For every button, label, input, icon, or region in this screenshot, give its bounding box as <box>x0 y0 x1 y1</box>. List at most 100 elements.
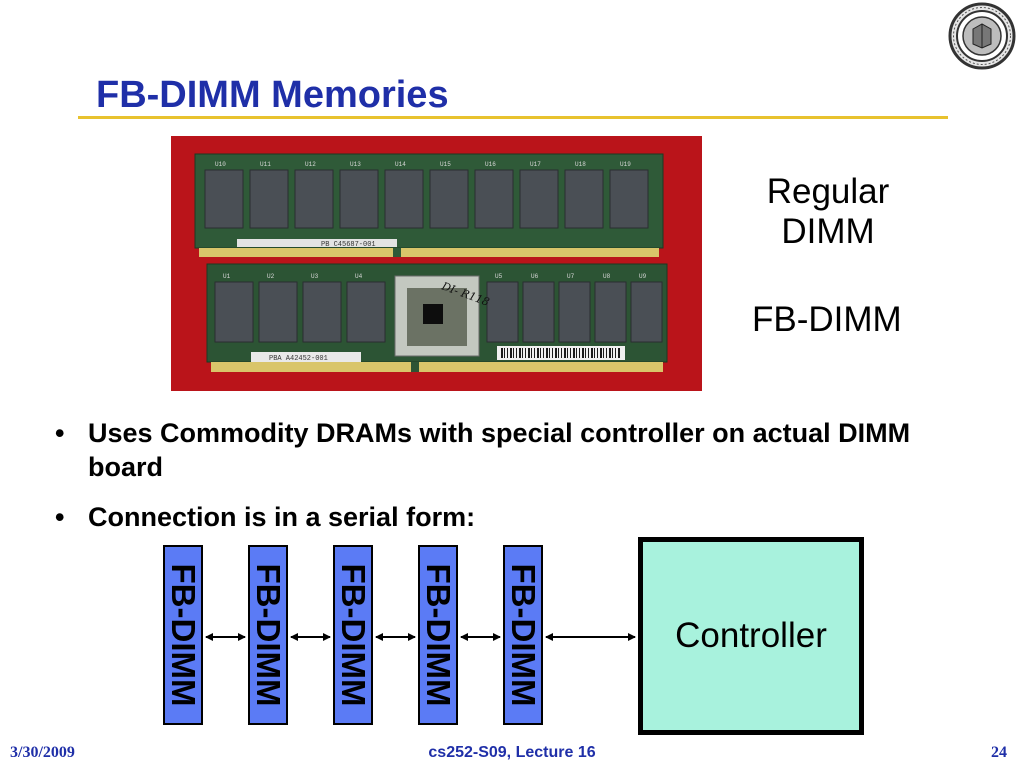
barcode-bar <box>540 348 541 358</box>
dram-chip <box>429 169 469 229</box>
barcode-bar <box>576 348 577 358</box>
footer-date: 3/30/2009 <box>10 744 75 761</box>
page-number: 24 <box>991 744 1007 761</box>
barcode-bar <box>582 348 584 358</box>
barcode-bar <box>573 348 575 358</box>
regular-dimm-label: Regular DIMM <box>766 172 890 251</box>
slide-title: FB-DIMM Memories <box>96 74 449 116</box>
chip-label: U16 <box>485 161 496 168</box>
chip-label: U9 <box>639 273 647 280</box>
barcode-bar <box>513 348 514 358</box>
chip-label: U15 <box>440 161 451 168</box>
dram-chip <box>294 169 334 229</box>
dram-chip <box>258 281 298 343</box>
chip-label: U19 <box>620 161 631 168</box>
chip-label: U1 <box>223 273 231 280</box>
barcode-bar <box>531 348 532 358</box>
footer-course: cs252-S09, Lecture 16 <box>428 744 596 761</box>
barcode-bar <box>591 348 593 358</box>
dram-chip <box>486 281 519 343</box>
fb-dimm-module: FB-DIMM <box>418 545 458 725</box>
dram-chip <box>519 169 559 229</box>
barcode-bar <box>534 348 535 358</box>
barcode-bar <box>564 348 566 358</box>
barcode-bar <box>516 348 517 358</box>
barcode-bar <box>525 348 526 358</box>
barcode-bar <box>501 348 503 358</box>
chip-label: U4 <box>355 273 363 280</box>
chip-label: U3 <box>311 273 319 280</box>
dram-chip <box>214 281 254 343</box>
barcode-bar <box>549 348 550 358</box>
chip-label: U17 <box>530 161 541 168</box>
chip-label: U10 <box>215 161 226 168</box>
dram-chip <box>204 169 244 229</box>
barcode-bar <box>615 348 616 358</box>
barcode-bar <box>603 348 604 358</box>
barcode-bar <box>519 348 521 358</box>
barcode-bar <box>552 348 553 358</box>
barcode-bar <box>537 348 539 358</box>
fb-dimm-module: FB-DIMM <box>333 545 373 725</box>
university-seal-icon <box>948 2 1016 70</box>
fb-dimm-module: FB-DIMM <box>248 545 288 725</box>
barcode-bar <box>510 348 512 358</box>
barcode-bar <box>543 348 544 358</box>
chip-label: U6 <box>531 273 539 280</box>
barcode-bar <box>558 348 559 358</box>
svg-text:PBA A42452-001: PBA A42452-001 <box>269 355 328 363</box>
dram-chip <box>346 281 386 343</box>
dram-chip <box>384 169 424 229</box>
dram-chip <box>609 169 649 229</box>
barcode-bar <box>600 348 602 358</box>
chip-label: U8 <box>603 273 611 280</box>
barcode-bar <box>561 348 562 358</box>
bullet-list: •Uses Commodity DRAMs with special contr… <box>55 416 955 550</box>
dram-chip <box>594 281 627 343</box>
chip-label: U5 <box>495 273 503 280</box>
barcode-bar <box>522 348 523 358</box>
dram-chip <box>630 281 663 343</box>
dram-chip <box>249 169 289 229</box>
bullet-item: •Connection is in a serial form: <box>55 502 476 532</box>
bullet-icon: • <box>55 418 65 448</box>
barcode-bar <box>597 348 598 358</box>
controller-box: Controller <box>638 537 864 735</box>
barcode-bar <box>570 348 571 358</box>
barcode-bar <box>579 348 580 358</box>
chip-label: U14 <box>395 161 406 168</box>
chip-label: U18 <box>575 161 586 168</box>
bullet-icon: • <box>55 502 65 532</box>
dram-chip <box>558 281 591 343</box>
chip-label: U13 <box>350 161 361 168</box>
barcode-bar <box>609 348 611 358</box>
barcode-bar <box>585 348 586 358</box>
chip-label: U12 <box>305 161 316 168</box>
barcode-bar <box>567 348 568 358</box>
fb-dimm-module: FB-DIMM <box>503 545 543 725</box>
dram-chip <box>474 169 514 229</box>
dram-chip <box>522 281 555 343</box>
barcode-bar <box>612 348 613 358</box>
barcode-bar <box>588 348 589 358</box>
barcode-bar <box>606 348 607 358</box>
dram-chip <box>564 169 604 229</box>
barcode-bar <box>594 348 595 358</box>
title-underline <box>78 116 948 119</box>
barcode-bar <box>546 348 548 358</box>
barcode-bar <box>618 348 620 358</box>
bullet-item: •Uses Commodity DRAMs with special contr… <box>55 418 911 482</box>
chip-label: U2 <box>267 273 275 280</box>
fb-dimm-label: FB-DIMM <box>752 300 902 339</box>
chip-label: U7 <box>567 273 575 280</box>
barcode-bar <box>504 348 505 358</box>
barcode-bar <box>555 348 557 358</box>
dram-chip <box>339 169 379 229</box>
fb-dimm-module: FB-DIMM <box>163 545 203 725</box>
svg-text:PB C45687-001: PB C45687-001 <box>321 241 376 249</box>
barcode-bar <box>528 348 530 358</box>
dram-chip <box>302 281 342 343</box>
